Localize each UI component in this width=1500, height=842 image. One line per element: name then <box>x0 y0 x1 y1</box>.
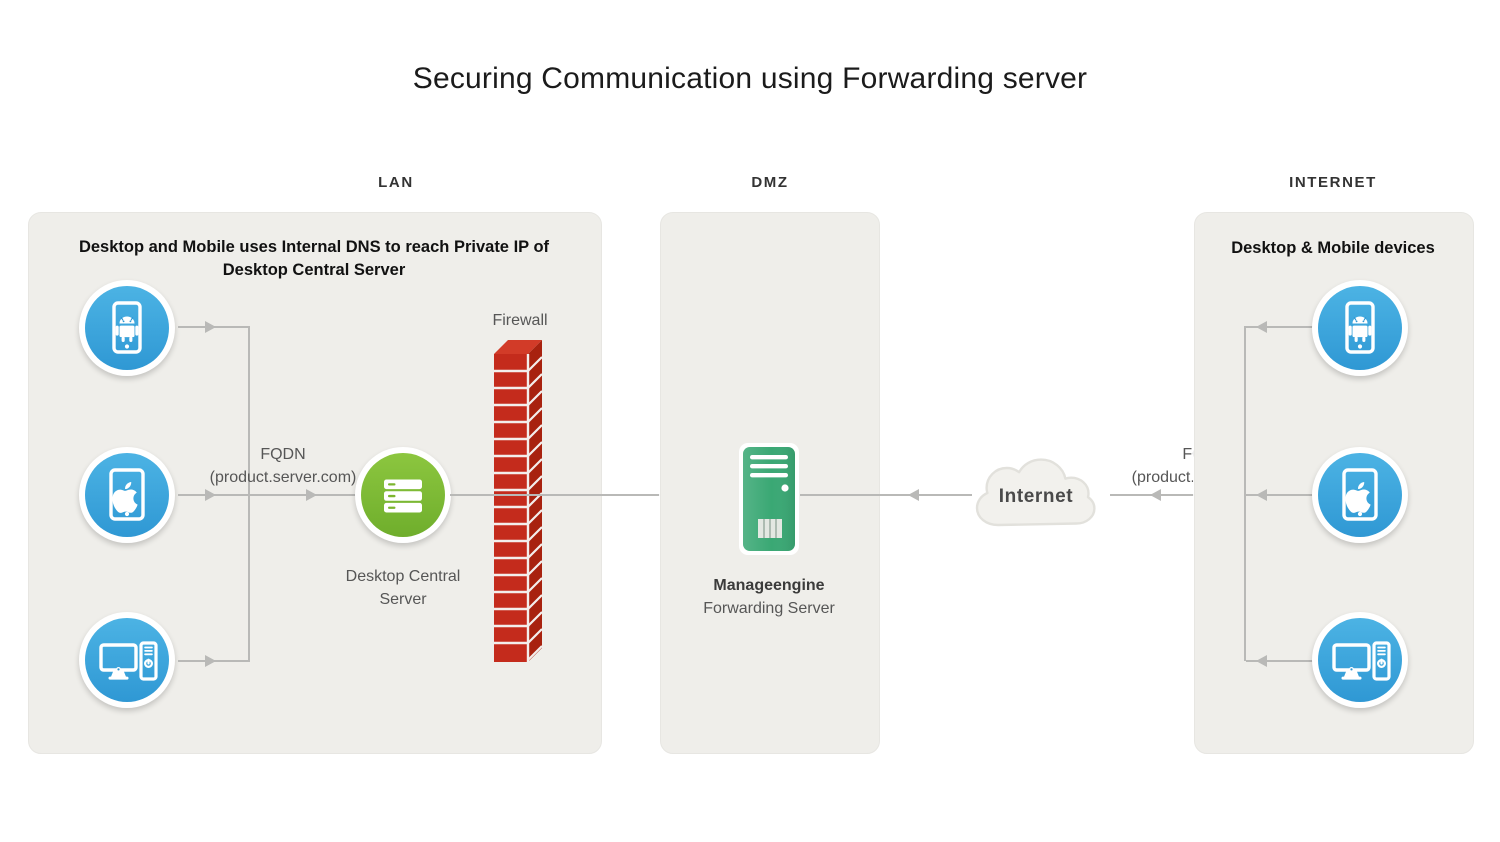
tower-server-icon <box>739 443 799 555</box>
wire-bus-to-tablet <box>1246 494 1314 496</box>
internet-cloud-label: Internet <box>998 486 1074 507</box>
arrow-internet-to-cloud <box>1150 489 1161 501</box>
lan-device-desktop-pc[interactable] <box>79 612 175 708</box>
wire-lan-vertical-bus <box>248 326 250 661</box>
lan-fqdn-label: FQDN (product.server.com) <box>183 443 383 489</box>
lan-device-android-phone[interactable] <box>79 280 175 376</box>
desktop-computer-icon <box>99 641 158 681</box>
internet-device-apple-tablet[interactable] <box>1312 447 1408 543</box>
arrow-bus-to-phone <box>1256 321 1267 333</box>
forwarding-server-node[interactable] <box>733 440 805 558</box>
lan-heading-line-2: Desktop Central Server <box>222 261 406 279</box>
apple-tablet-icon <box>1342 468 1378 521</box>
desktop-computer-icon <box>1332 641 1391 681</box>
arrow-bus-to-pc <box>1256 655 1267 667</box>
lan-fqdn-line-1: FQDN <box>260 446 306 463</box>
wire-bus-to-phone <box>1246 326 1314 328</box>
firewall-label: Firewall <box>492 312 548 329</box>
arrow-cloud-to-dmz <box>908 489 919 501</box>
dcs-label-line-2: Server <box>379 591 427 608</box>
wire-cloud-to-internet-bus <box>1110 494 1246 496</box>
zone-label-dmz: DMZ <box>751 174 789 191</box>
wire-tablet-to-server <box>178 494 358 496</box>
arrow-bus-to-server <box>306 489 317 501</box>
arrow-bus-to-tablet <box>1256 489 1267 501</box>
wire-internet-vertical-bus <box>1244 326 1246 661</box>
forwarding-server-label: Manageengine Forwarding Server <box>669 574 869 620</box>
zone-label-internet: INTERNET <box>1289 174 1377 191</box>
desktop-central-server-label: Desktop Central Server <box>303 565 503 611</box>
wire-dmz-to-cloud <box>800 494 972 496</box>
dcs-label-line-1: Desktop Central <box>345 568 461 585</box>
internet-panel-heading: Desktop & Mobile devices <box>1231 239 1435 257</box>
android-phone-icon <box>112 301 142 354</box>
wire-bus-to-pc <box>1246 660 1314 662</box>
android-phone-icon <box>1345 301 1375 354</box>
internet-device-desktop-pc[interactable] <box>1312 612 1408 708</box>
arrow-phone-to-bus <box>205 321 216 333</box>
lan-panel-heading: Desktop and Mobile uses Internal DNS to … <box>48 236 580 282</box>
lan-heading-line-1: Desktop and Mobile uses Internal DNS to … <box>78 238 550 256</box>
lan-fqdn-line-2: (product.server.com) <box>209 469 357 486</box>
apple-tablet-icon <box>109 468 145 521</box>
dmz-label-line-1: Manageengine <box>713 577 825 594</box>
arrow-pc-to-bus <box>205 655 216 667</box>
desktop-central-server-node[interactable] <box>355 447 451 543</box>
internet-device-android-phone[interactable] <box>1312 280 1408 376</box>
wire-lan-to-dmz <box>450 494 740 496</box>
internet-cloud: Internet <box>962 455 1110 535</box>
cloud-icon <box>975 458 1096 527</box>
page-title: Securing Communication using Forwarding … <box>412 62 1088 95</box>
arrow-tablet-right <box>205 489 216 501</box>
zone-label-lan: LAN <box>378 174 414 191</box>
rack-server-icon <box>384 479 422 513</box>
dmz-label-line-2: Forwarding Server <box>703 600 835 617</box>
firewall-icon <box>494 340 550 667</box>
lan-device-apple-tablet[interactable] <box>79 447 175 543</box>
